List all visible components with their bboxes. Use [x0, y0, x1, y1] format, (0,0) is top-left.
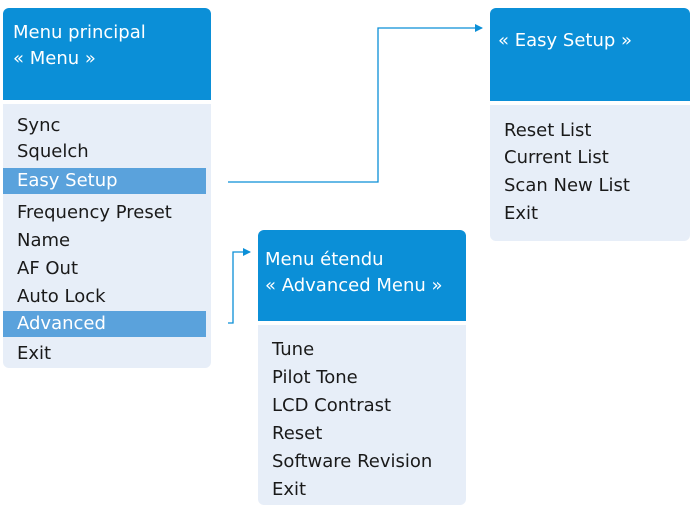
easy-setup-title: « Easy Setup »	[498, 30, 633, 51]
easy-setup-body: Reset List Current List Scan New List Ex…	[490, 105, 690, 241]
menu-item-squelch[interactable]: Squelch	[17, 141, 89, 162]
advanced-menu-header: Menu étendu « Advanced Menu »	[258, 230, 466, 321]
easy-setup-item-exit[interactable]: Exit	[504, 203, 539, 224]
advanced-item-lcd-contrast[interactable]: LCD Contrast	[272, 395, 392, 416]
easy-setup-item-current-list[interactable]: Current List	[504, 147, 609, 168]
advanced-item-tune[interactable]: Tune	[272, 339, 315, 360]
main-menu-header: Menu principal « Menu »	[3, 8, 211, 100]
menu-item-name[interactable]: Name	[17, 230, 71, 251]
main-menu-subtitle: « Menu »	[13, 48, 96, 69]
menu-item-easy-setup[interactable]: Easy Setup	[3, 168, 206, 194]
menu-item-af-out[interactable]: AF Out	[17, 258, 79, 279]
advanced-item-software-revision[interactable]: Software Revision	[272, 451, 433, 472]
easy-setup-header: « Easy Setup »	[490, 8, 690, 101]
easy-setup-item-reset-list[interactable]: Reset List	[504, 120, 592, 141]
connector-easy-setup	[228, 24, 483, 183]
main-menu-body: Sync Squelch Easy Setup Frequency Preset…	[3, 104, 211, 368]
advanced-item-pilot-tone[interactable]: Pilot Tone	[272, 367, 358, 388]
menu-item-advanced[interactable]: Advanced	[3, 311, 206, 337]
main-menu-title: Menu principal	[13, 22, 146, 43]
menu-item-sync[interactable]: Sync	[17, 115, 61, 136]
menu-item-exit[interactable]: Exit	[17, 343, 52, 364]
connector-advanced	[228, 248, 251, 324]
advanced-item-reset[interactable]: Reset	[272, 423, 323, 444]
advanced-menu-title: Menu étendu	[265, 249, 384, 270]
easy-setup-item-scan-new-list[interactable]: Scan New List	[504, 175, 630, 196]
advanced-menu-subtitle: « Advanced Menu »	[265, 275, 443, 296]
advanced-item-exit[interactable]: Exit	[272, 479, 307, 500]
menu-item-frequency-preset[interactable]: Frequency Preset	[17, 202, 172, 223]
menu-item-auto-lock[interactable]: Auto Lock	[17, 286, 106, 307]
advanced-menu-body: Tune Pilot Tone LCD Contrast Reset Softw…	[258, 325, 466, 505]
